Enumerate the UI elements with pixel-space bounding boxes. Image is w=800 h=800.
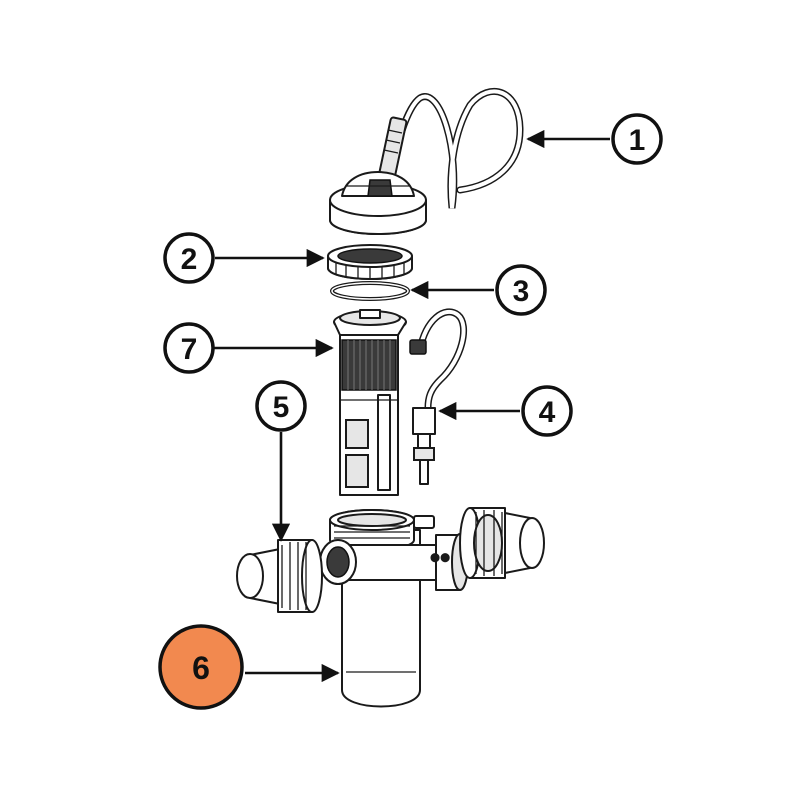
part-6-cell-housing: ⬤⬤ (319, 509, 469, 708)
callout-5: 5 (255, 380, 307, 432)
svg-text:3: 3 (513, 275, 530, 308)
svg-text:2: 2 (181, 243, 198, 276)
part-5-union-left (236, 539, 323, 613)
part-1-cell-cap-with-cable (329, 87, 524, 235)
part-7-electrode-cell (333, 309, 407, 496)
callout-2: 2 (163, 232, 215, 284)
svg-text:⬤⬤: ⬤⬤ (430, 552, 450, 563)
leader-arrows (214, 129, 610, 683)
part-4-flow-sensor (409, 308, 468, 485)
svg-text:7: 7 (181, 333, 198, 366)
part-3-o-ring (330, 281, 410, 301)
part-2-lock-ring (327, 244, 413, 280)
callout-3: 3 (495, 264, 547, 316)
svg-text:1: 1 (629, 124, 646, 157)
callout-1: 1 (611, 113, 663, 165)
callout-4: 4 (521, 385, 573, 437)
union-right (459, 507, 545, 579)
svg-text:6: 6 (192, 650, 210, 686)
callout-7: 7 (163, 322, 215, 374)
callout-6: 6 (158, 624, 244, 710)
svg-text:4: 4 (539, 396, 556, 429)
svg-text:5: 5 (273, 391, 290, 424)
